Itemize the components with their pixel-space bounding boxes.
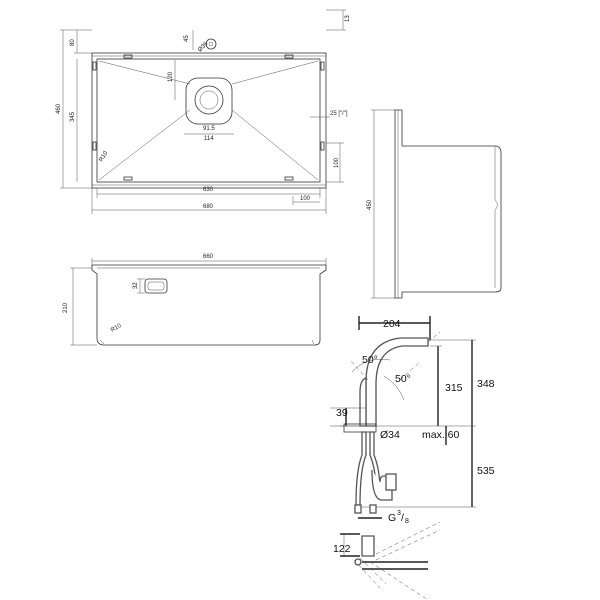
dim-630: 630 (203, 187, 214, 193)
side-view-outline (394, 109, 502, 299)
faucet-diagram: 204 348 315 50° 50° 39 Ø34 max. 60 535 G… (330, 316, 495, 600)
dim-80: 80 (70, 39, 76, 46)
dim-204: 204 (383, 318, 401, 330)
dim-g-denominator: 8 (405, 518, 409, 525)
dim-g-slash: / (401, 512, 404, 524)
dim-25: 25 ["/"] (330, 111, 348, 117)
front-section-view: 660 210 32 R10 (63, 254, 327, 346)
dim-348: 348 (477, 378, 495, 390)
sink-bowl-outline (96, 58, 321, 183)
dim-r10-front: R10 (110, 323, 123, 334)
dim-114: 114 (204, 136, 214, 142)
top-view: 13 45 80 Ø35 120 460 345 91.5 114 25 ["/… (56, 9, 351, 214)
dim-120: 120 (168, 71, 174, 82)
dim-315: 315 (445, 382, 463, 394)
drain-icon (194, 85, 224, 115)
dim-d35: Ø35 (197, 41, 210, 54)
angle-50-right: 50° (395, 373, 411, 385)
dim-g-thread: G (388, 512, 396, 524)
dim-460: 460 (56, 103, 62, 114)
dim-13: 13 (345, 15, 351, 22)
dim-680: 680 (203, 204, 214, 210)
dim-39: 39 (336, 407, 348, 419)
dim-r10-top: R10 (99, 150, 110, 163)
front-section-rim (91, 264, 327, 346)
dim-max-60: max. 60 (422, 429, 460, 441)
dim-100-vertical: 100 (334, 157, 340, 168)
dim-g-numerator: 3 (397, 510, 401, 517)
dim-d34: Ø34 (380, 429, 400, 441)
lever-detail (361, 535, 375, 557)
dim-210: 210 (63, 302, 69, 313)
drain-square (185, 77, 233, 125)
dim-45: 45 (184, 35, 190, 42)
dim-345: 345 (70, 111, 76, 122)
dim-91-5: 91.5 (203, 126, 215, 132)
side-view: 450 (367, 109, 502, 299)
tap-hole (205, 38, 217, 50)
dim-450: 450 (367, 199, 373, 210)
dim-100-horizontal: 100 (300, 196, 311, 202)
sink-outer-rim (91, 52, 327, 189)
angle-50-top: 50° (362, 354, 378, 366)
overflow-opening (144, 278, 168, 294)
hoses (355, 431, 367, 506)
dim-32: 32 (133, 282, 139, 289)
countertop (343, 423, 377, 433)
dim-122: 122 (333, 543, 351, 555)
dim-660: 660 (203, 254, 214, 260)
dim-535: 535 (477, 465, 495, 477)
